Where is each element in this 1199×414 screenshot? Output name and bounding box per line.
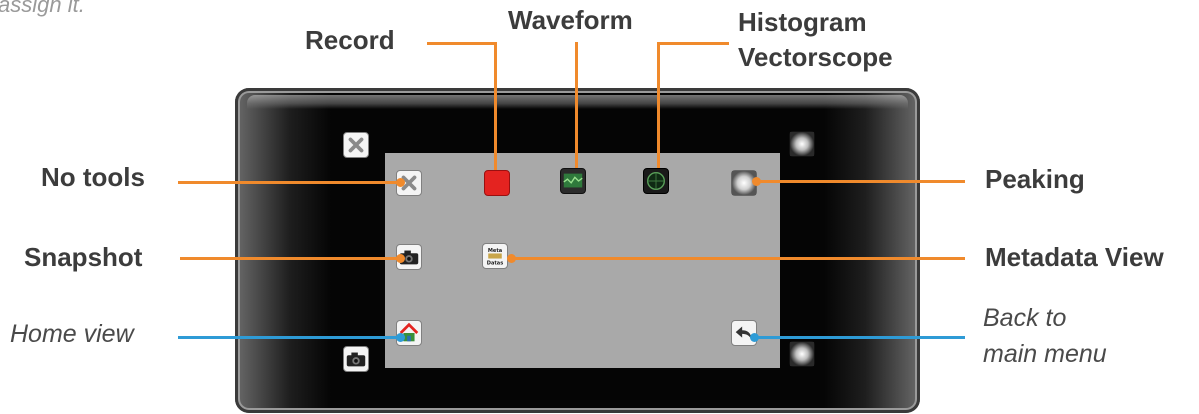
waveform-icon[interactable] (560, 168, 586, 194)
no-tools-callout (178, 181, 400, 184)
peaking-label: Peaking (985, 164, 1085, 194)
vectorscope-label: Vectorscope (738, 42, 893, 72)
waveform-label: Waveform (508, 5, 633, 35)
back-to-main-menu-callout-dot (750, 333, 759, 342)
home-view-callout-dot (396, 333, 405, 342)
snapshot-callout (180, 257, 400, 260)
metadata-view-callout (510, 257, 965, 260)
peaking-callout (755, 180, 965, 183)
metadata-icon-line1: Meta (488, 248, 503, 254)
bezel-peaking-icon[interactable] (789, 131, 815, 157)
no-tools-callout-dot (396, 178, 405, 187)
back-to-main-menu-label-line2: main menu (983, 340, 1107, 368)
peaking-callout-dot (752, 177, 761, 186)
home-view-label: Home view (10, 320, 134, 348)
bezel-peaking-icon-bottom[interactable] (789, 341, 815, 367)
no-tools-label: No tools (41, 162, 145, 192)
waveform-callout-v (575, 42, 578, 168)
histogram-callout-v (657, 42, 660, 168)
metadata-icon-line2: Datas (487, 260, 503, 266)
intro-text-fragment: assign it. (0, 0, 85, 17)
bezel-close-icon[interactable] (343, 132, 369, 158)
metadata-view-icon[interactable]: Meta Datas (482, 243, 508, 269)
no-tools-icon[interactable] (396, 170, 422, 196)
snapshot-label: Snapshot (24, 242, 143, 272)
record-icon[interactable] (484, 170, 510, 196)
record-callout-v (494, 42, 497, 170)
record-callout-h (427, 42, 497, 45)
metadata-view-callout-dot (507, 254, 516, 263)
snapshot-callout-dot (396, 254, 405, 263)
bezel-snapshot-icon[interactable] (343, 346, 369, 372)
home-view-callout (178, 336, 400, 339)
back-to-main-menu-label-line1: Back to (983, 304, 1067, 332)
histogram-vectorscope-icon[interactable] (643, 168, 669, 194)
histogram-label: Histogram (738, 7, 867, 37)
record-label: Record (305, 25, 395, 55)
histogram-callout-h (657, 42, 729, 45)
back-to-main-menu-callout (753, 336, 965, 339)
metadata-view-label: Metadata View (985, 242, 1164, 272)
